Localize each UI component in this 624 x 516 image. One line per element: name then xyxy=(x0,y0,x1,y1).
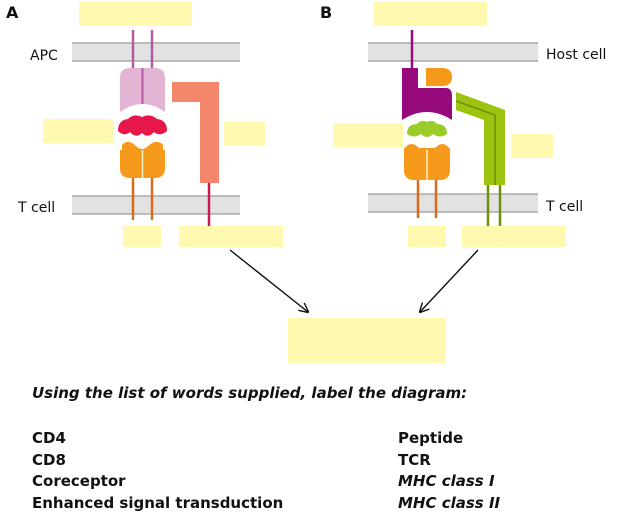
panel-b-tcell-label: T cell xyxy=(545,199,583,215)
label-box-a-right[interactable] xyxy=(224,122,265,146)
label-box-a-tcr[interactable] xyxy=(123,226,161,247)
panel-a-mhc-class-ii xyxy=(120,30,165,116)
label-box-a-left[interactable] xyxy=(43,119,113,143)
label-box-b-top[interactable] xyxy=(374,2,487,26)
panel-a-apc-label: APC xyxy=(30,48,58,64)
label-box-b-cd8[interactable] xyxy=(462,226,566,247)
word-cd8: CD8 xyxy=(32,450,66,469)
label-box-result[interactable] xyxy=(288,318,446,363)
word-list-right: Peptide TCR MHC class I MHC class II xyxy=(398,428,500,514)
panel-a-apc-membrane xyxy=(72,42,240,62)
panel-a-letter: A xyxy=(6,3,19,22)
panel-b-letter: B xyxy=(320,3,332,22)
label-box-b-right[interactable] xyxy=(512,134,553,158)
panel-b-peptide xyxy=(407,120,447,137)
arrow-b-to-result xyxy=(420,249,479,312)
panel-b-host-label: Host cell xyxy=(546,47,606,63)
panel-a-tcell-label: T cell xyxy=(17,200,55,216)
panel-b-cd8 xyxy=(455,92,505,228)
word-mhc-class-ii: MHC class II xyxy=(398,493,501,512)
panel-a-tcell-membrane xyxy=(72,195,240,215)
panel-a-cd4 xyxy=(172,82,219,230)
label-box-a-top[interactable] xyxy=(79,2,192,26)
word-tcr: TCR xyxy=(398,450,431,469)
panel-b-mhc-class-i xyxy=(402,30,452,124)
panel-a-tcr xyxy=(120,141,165,220)
panel-b-host-membrane xyxy=(368,42,538,62)
panel-b-tcr xyxy=(404,144,450,218)
word-enhanced-signal-transduction: Enhanced signal transduction xyxy=(32,493,284,512)
arrow-a-to-result xyxy=(229,249,308,312)
instruction-text: Using the list of words supplied, label … xyxy=(32,384,468,402)
label-box-a-cd4[interactable] xyxy=(179,226,283,247)
label-box-b-left[interactable] xyxy=(333,123,403,147)
word-coreceptor: Coreceptor xyxy=(32,472,126,490)
word-peptide: Peptide xyxy=(398,429,464,447)
word-cd4: CD4 xyxy=(32,429,66,447)
panel-a-peptide xyxy=(118,115,167,136)
word-mhc-class-i: MHC class I xyxy=(398,472,495,490)
word-list-left: CD4 CD8 Coreceptor Enhanced signal trans… xyxy=(32,428,283,514)
panel-b-tcell-membrane xyxy=(368,193,538,213)
label-box-b-tcr[interactable] xyxy=(408,226,446,247)
